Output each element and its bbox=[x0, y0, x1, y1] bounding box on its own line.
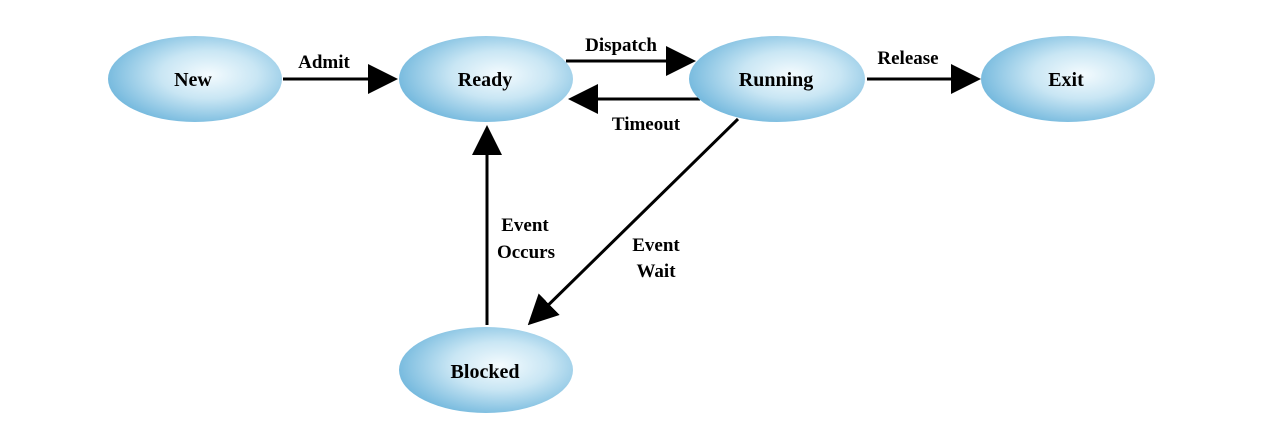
dispatch-label: Dispatch bbox=[585, 35, 657, 56]
state-running: Running bbox=[689, 36, 865, 122]
event-occurs-label-line-1: Event bbox=[501, 215, 549, 236]
state-new-label: New bbox=[174, 69, 212, 91]
admit-label: Admit bbox=[298, 52, 350, 73]
event-occurs-label-line-2: Occurs bbox=[497, 242, 555, 263]
state-ready: Ready bbox=[399, 36, 573, 122]
state-exit: Exit bbox=[981, 36, 1155, 122]
state-running-label: Running bbox=[739, 69, 814, 91]
release-label: Release bbox=[877, 48, 938, 69]
state-exit-label: Exit bbox=[1048, 69, 1084, 91]
state-ready-label: Ready bbox=[458, 69, 512, 91]
state-new: New bbox=[108, 36, 282, 122]
event-wait-label-line-2: Wait bbox=[636, 261, 676, 282]
event-wait-arrow bbox=[527, 117, 740, 326]
event-wait-label-line-1: Event bbox=[632, 235, 680, 256]
timeout-label: Timeout bbox=[612, 114, 681, 135]
state-blocked: Blocked bbox=[399, 327, 573, 413]
state-blocked-label: Blocked bbox=[451, 361, 520, 383]
